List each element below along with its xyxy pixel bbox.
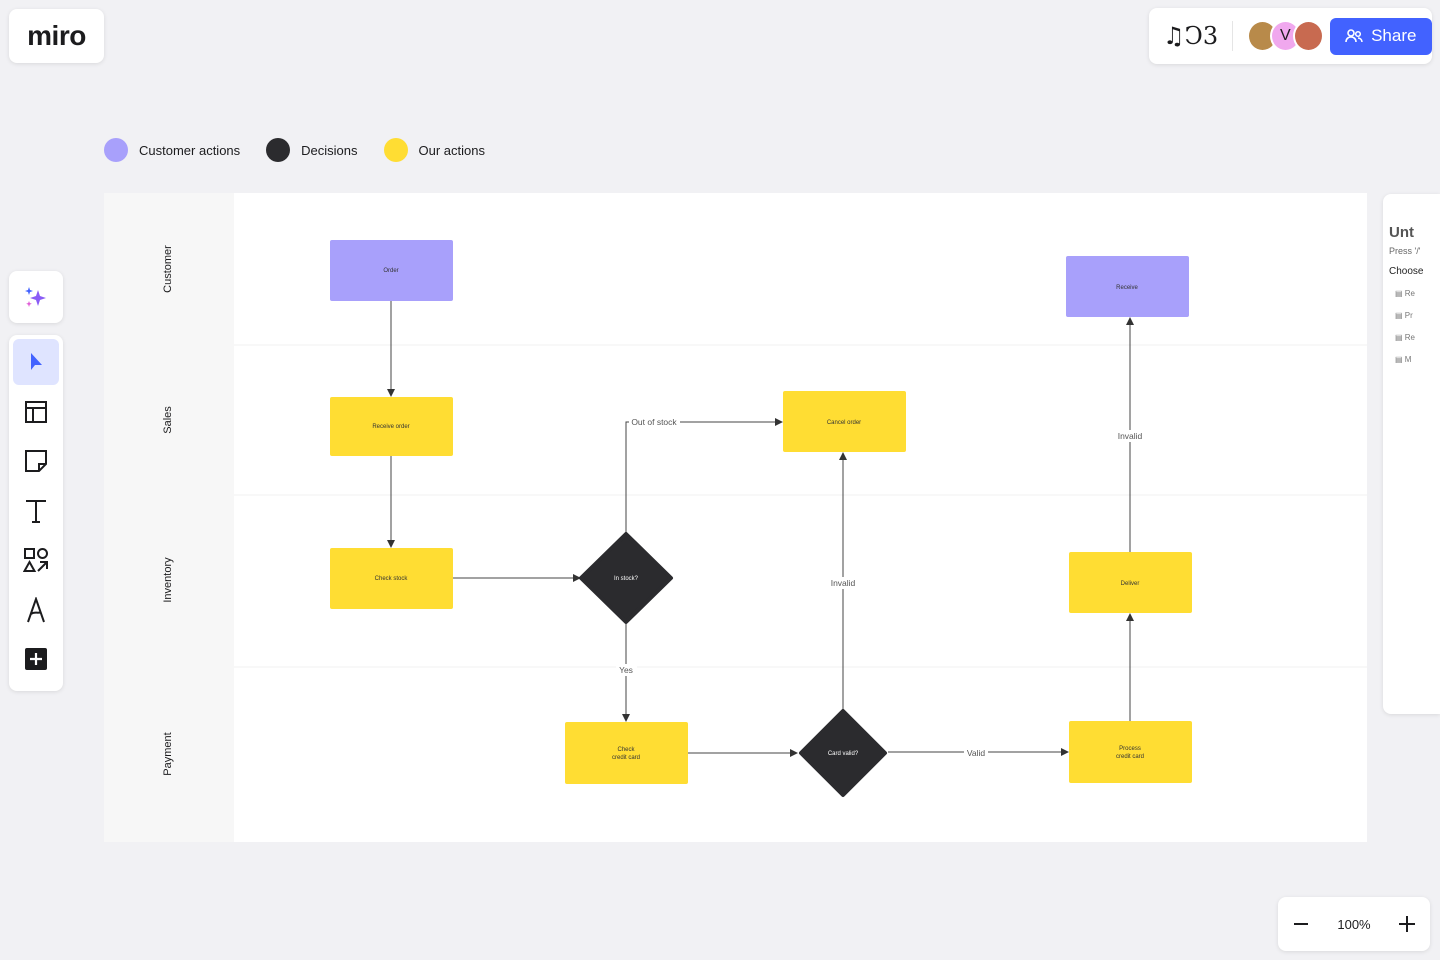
legend-label: Decisions [301, 142, 358, 158]
miro-logo[interactable]: miro [9, 9, 104, 63]
sticky-note-icon [25, 450, 47, 472]
edge-label: Invalid [831, 578, 856, 588]
board-signature[interactable]: ♫Ↄ3 [1163, 22, 1219, 50]
panel-item[interactable]: ▤ Re [1395, 333, 1416, 342]
plus-square-icon [25, 648, 47, 670]
lane-dividers [234, 344, 1367, 668]
side-panel[interactable]: Unt Press '/' Choose ▤ Re ▤ Pr ▤ Re ▤ M [1383, 194, 1440, 714]
panel-item[interactable]: ▤ Pr [1395, 311, 1413, 320]
node-label: credit card [1116, 754, 1144, 760]
templates-tool[interactable] [13, 389, 59, 435]
panel-item-label: Re [1404, 333, 1416, 342]
pen-icon [27, 596, 45, 622]
node-label: Receive [1116, 285, 1138, 291]
text-icon [26, 499, 46, 523]
select-tool[interactable] [13, 339, 59, 385]
panel-item[interactable]: ▤ Re [1395, 289, 1416, 298]
legend-swatch [266, 138, 291, 162]
edge-label: Invalid [1118, 431, 1143, 441]
node-label: Receive order [372, 424, 409, 430]
more-tools-button[interactable] [13, 636, 59, 682]
shapes-tool[interactable] [13, 537, 59, 583]
node-check-stock[interactable]: Check stock [330, 548, 453, 609]
sparkle-icon[interactable] [23, 284, 49, 310]
top-right-bar: ♫Ↄ3 V Share [1149, 8, 1432, 64]
legend-swatch [383, 138, 408, 162]
legend-item: Our actions [383, 138, 485, 162]
logo-text: miro [27, 20, 86, 51]
zoom-level[interactable]: 100% [1337, 916, 1371, 932]
layout-icon [25, 400, 47, 423]
node-label: Check [617, 747, 635, 753]
legend-label: Customer actions [139, 142, 241, 158]
edge-label: Yes [619, 665, 633, 675]
legend-label: Our actions [418, 142, 485, 158]
node-label: Deliver [1121, 581, 1140, 587]
node-process-credit-card[interactable]: Process credit card [1069, 721, 1192, 783]
node-label: credit card [612, 755, 640, 761]
node-receive-order[interactable]: Receive order [330, 397, 453, 456]
panel-title: Unt [1389, 224, 1414, 241]
legend-item: Decisions [266, 138, 358, 162]
node-cancel-order[interactable]: Cancel order [783, 391, 906, 452]
ai-toolbar [9, 271, 63, 323]
pen-tool[interactable] [13, 587, 59, 633]
tools-toolbar [9, 335, 63, 691]
panel-hint: Press '/' [1389, 246, 1421, 256]
node-deliver[interactable]: Deliver [1069, 552, 1192, 613]
divider [1232, 21, 1234, 51]
share-button[interactable]: Share [1329, 17, 1432, 55]
panel-item-label: M [1404, 355, 1412, 364]
node-label: Card valid? [828, 751, 859, 757]
node-check-credit-card[interactable]: Check credit card [565, 722, 688, 784]
node-receive[interactable]: Receive [1066, 256, 1189, 317]
node-order[interactable]: Order [330, 240, 453, 301]
users-icon [1345, 29, 1363, 43]
zoom-in-icon[interactable] [1398, 915, 1416, 933]
sticky-note-tool[interactable] [13, 438, 59, 484]
node-card-valid[interactable]: Card valid? [799, 709, 887, 797]
edge-label: Out of stock [631, 417, 677, 427]
shapes-icon [23, 548, 48, 572]
text-tool[interactable] [13, 488, 59, 534]
share-label: Share [1371, 26, 1417, 45]
legend: Customer actions Decisions Our actions [104, 138, 511, 162]
panel-item[interactable]: ▤ M [1395, 355, 1412, 364]
node-in-stock[interactable]: In stock? [579, 532, 673, 624]
edge-label: Valid [967, 748, 986, 758]
node-label: Cancel order [827, 420, 861, 426]
node-label: Process [1119, 746, 1141, 752]
avatar-initial: V [1279, 27, 1291, 44]
panel-item-label: Pr [1404, 311, 1413, 320]
legend-item: Customer actions [104, 138, 240, 162]
cursor-icon [31, 353, 42, 370]
panel-item-label: Re [1404, 289, 1416, 298]
node-label: Check stock [375, 576, 409, 582]
zoom-controls: 100% [1278, 897, 1430, 951]
edge-out-of-stock[interactable] [625, 418, 783, 534]
lane-header-column: Customer Sales Inventory Payment [104, 193, 234, 842]
node-label: Order [383, 268, 398, 274]
panel-choose: Choose [1389, 266, 1424, 277]
zoom-out-icon[interactable] [1292, 915, 1310, 933]
legend-swatch [104, 138, 128, 162]
avatar[interactable] [1292, 20, 1324, 52]
node-label: In stock? [614, 576, 639, 582]
